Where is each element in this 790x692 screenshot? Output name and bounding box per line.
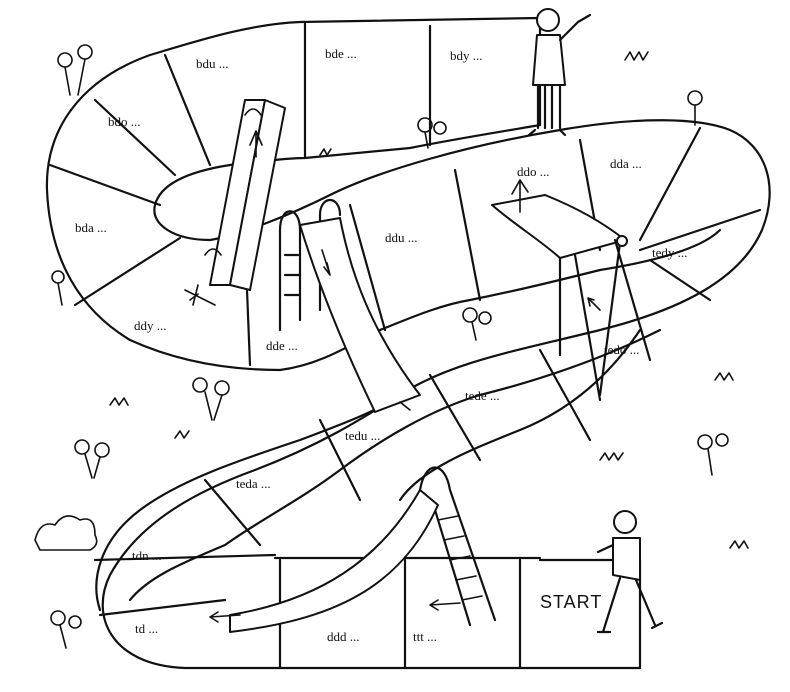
flower-icon xyxy=(50,610,82,649)
square-tedy: tedy ... xyxy=(652,245,687,260)
grass-icon xyxy=(109,51,749,549)
square-bdu: bdu ... xyxy=(196,56,229,71)
flower-icon xyxy=(57,44,93,96)
bush-icon xyxy=(34,515,98,551)
square-ttt: ttt ... xyxy=(413,629,437,644)
square-td: td ... xyxy=(135,621,158,636)
square-dde: dde ... xyxy=(266,338,298,353)
square-dda: dda ... xyxy=(610,156,642,171)
square-ddd: ddd ... xyxy=(327,629,360,644)
square-teda: teda ... xyxy=(236,476,271,491)
square-ddu: ddu ... xyxy=(385,230,418,245)
square-ddo: ddo ... xyxy=(517,164,550,179)
flower-icon xyxy=(687,90,703,126)
start-square-label: START xyxy=(540,592,602,612)
square-labels: bdu ... bde ... bdy ... bdo ... bda ... … xyxy=(75,46,687,644)
square-tdn: tdn ... xyxy=(132,548,162,563)
square-bdy: bdy ... xyxy=(450,48,483,63)
square-bde: bde ... xyxy=(325,46,357,61)
flower-icon xyxy=(462,307,492,341)
girl-figure-start-icon xyxy=(596,510,664,634)
ramp-icon xyxy=(491,179,652,402)
long-slide-icon xyxy=(209,466,497,633)
flower-icon xyxy=(697,433,729,476)
flower-icon xyxy=(192,377,230,421)
track-outline xyxy=(45,16,771,670)
flower-icon xyxy=(51,270,65,306)
square-ddy: ddy ... xyxy=(134,318,167,333)
flower-icon xyxy=(74,439,110,479)
girl-figure-top-icon xyxy=(527,8,592,137)
square-dividers xyxy=(48,20,762,670)
square-bdo: bdo ... xyxy=(108,114,141,129)
square-tede: tede ... xyxy=(465,388,500,403)
square-tedu: tedu ... xyxy=(345,428,380,443)
slide-icon xyxy=(278,198,421,413)
square-tedo: tedo ... xyxy=(604,342,639,357)
seesaw-icon xyxy=(184,99,286,306)
flower-icon xyxy=(417,117,447,149)
square-bda: bda ... xyxy=(75,220,107,235)
